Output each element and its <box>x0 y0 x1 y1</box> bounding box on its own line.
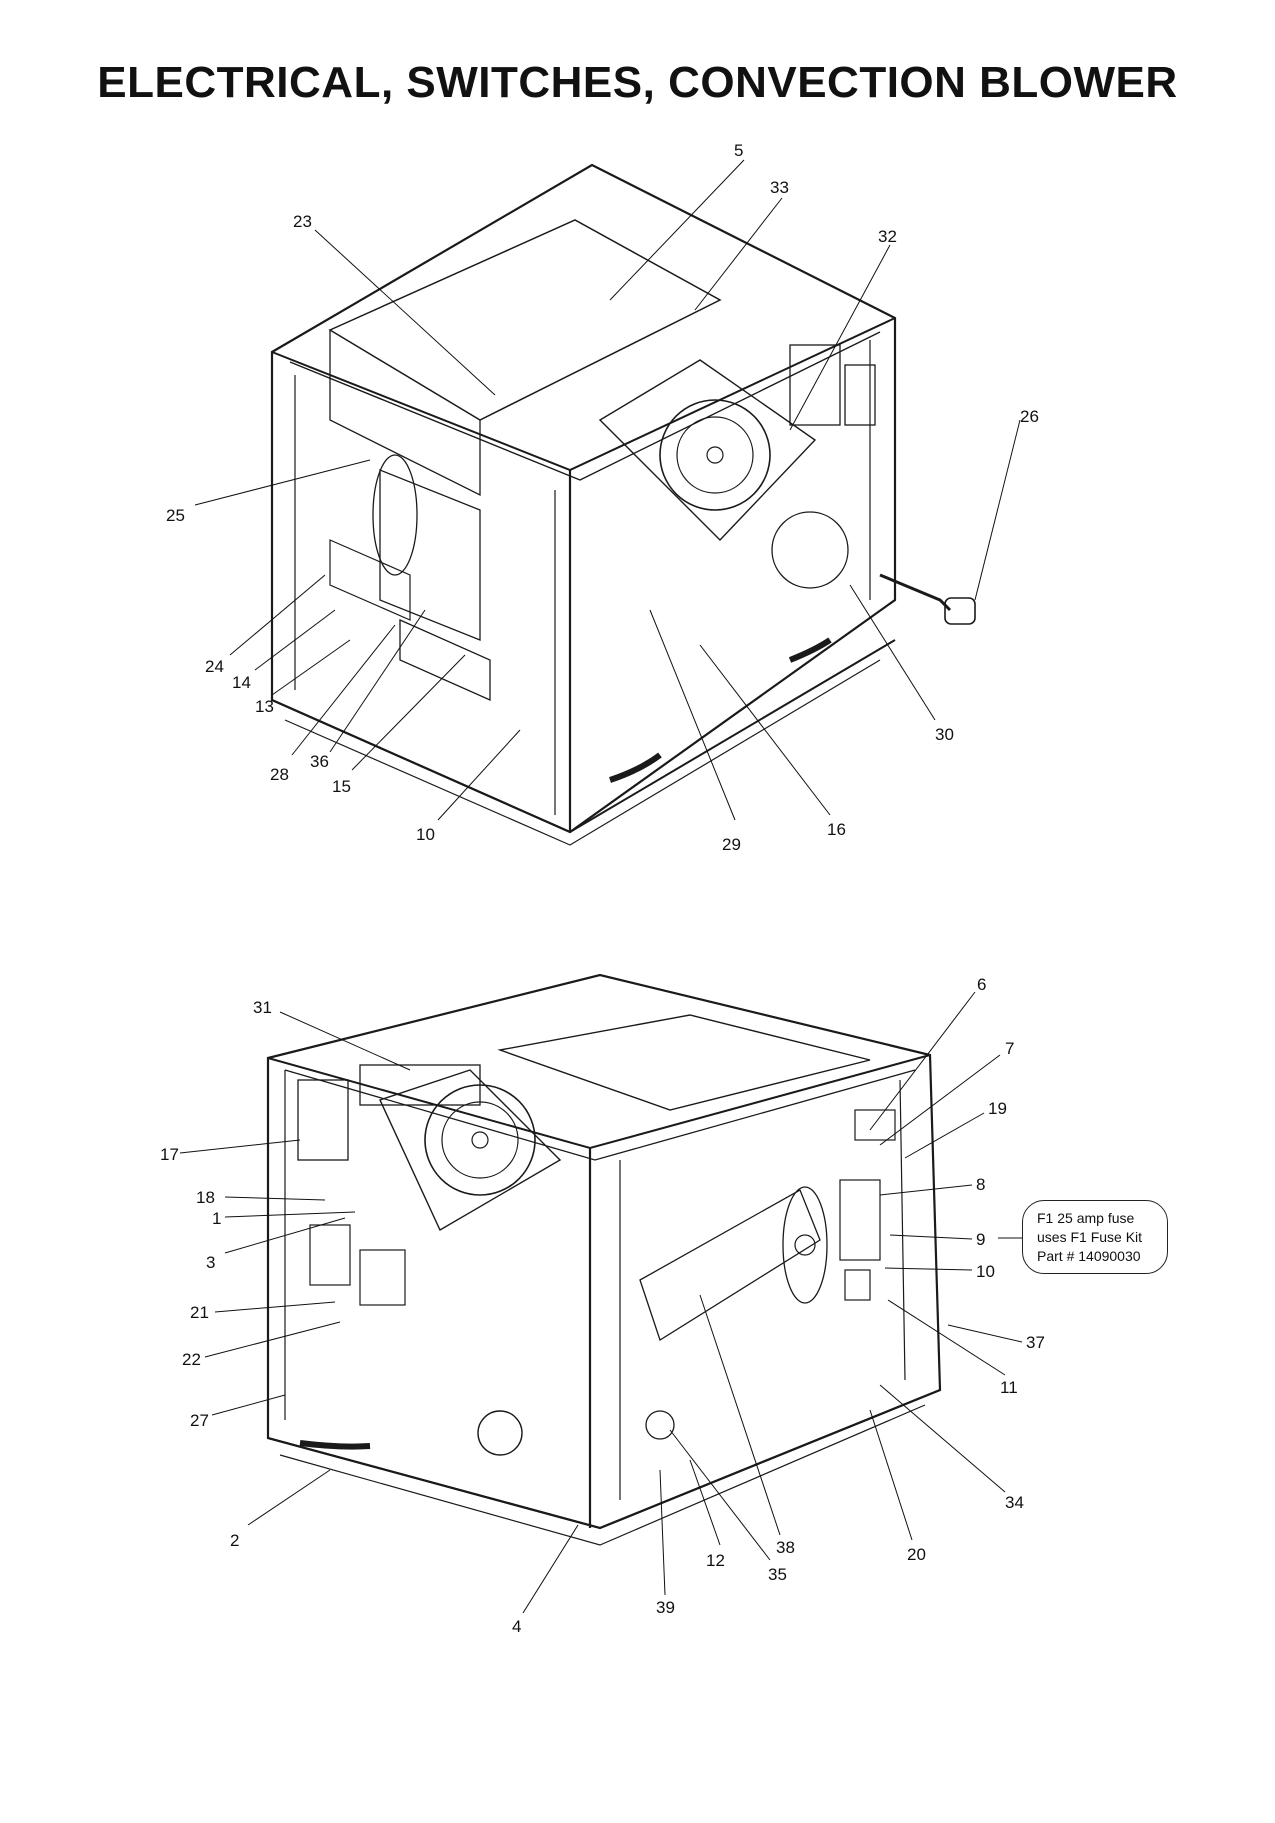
bottom-callout: 17 <box>160 1145 179 1164</box>
top-callout: 24 <box>205 657 224 676</box>
bottom-callout: 37 <box>1026 1333 1045 1352</box>
bottom-callout: 10 <box>976 1262 995 1281</box>
top-callout: 32 <box>878 227 897 246</box>
top-callout: 36 <box>310 752 329 771</box>
bottom-callout: 8 <box>976 1175 985 1194</box>
bottom-callout: 34 <box>1005 1493 1024 1512</box>
bottom-callout: 6 <box>977 975 986 994</box>
bottom-oven-illustration <box>266 973 942 1546</box>
bottom-callout: 4 <box>512 1617 521 1636</box>
bottom-callout: 35 <box>768 1565 787 1584</box>
top-callout: 15 <box>332 777 351 796</box>
bottom-callout: 18 <box>196 1188 215 1207</box>
bottom-leader-lines <box>179 991 1023 1614</box>
fuse-note-line: F1 25 amp fuse <box>1037 1210 1135 1226</box>
top-callout: 33 <box>770 178 789 197</box>
bottom-callout: 9 <box>976 1230 985 1249</box>
top-callout: 23 <box>293 212 312 231</box>
bottom-callout: 3 <box>206 1253 215 1272</box>
fuse-note-line: Part # 14090030 <box>1037 1248 1141 1264</box>
top-callout: 10 <box>416 825 435 844</box>
top-leader-lines <box>194 159 1021 821</box>
bottom-callout: 11 <box>1000 1378 1018 1397</box>
top-callout: 16 <box>827 820 846 839</box>
top-callout: 29 <box>722 835 741 854</box>
bottom-callout: 38 <box>776 1538 795 1557</box>
top-callout: 28 <box>270 765 289 784</box>
fuse-note-line: uses F1 Fuse Kit <box>1037 1229 1143 1245</box>
bottom-callout: 21 <box>190 1303 209 1322</box>
top-callouts: 5 33 32 23 26 25 24 14 13 28 36 15 10 29… <box>166 141 1039 854</box>
top-oven-illustration <box>270 163 976 846</box>
page-title: ELECTRICAL, SWITCHES, CONVECTION BLOWER <box>97 58 1178 107</box>
bottom-callout: 19 <box>988 1099 1007 1118</box>
bottom-callouts: 31 6 7 19 17 18 1 8 9 10 3 21 22 37 11 2… <box>160 975 1045 1636</box>
bottom-callout: 12 <box>706 1551 725 1570</box>
bottom-callout: 39 <box>656 1598 675 1617</box>
bottom-callout: 7 <box>1005 1039 1014 1058</box>
top-callout: 30 <box>935 725 954 744</box>
top-callout: 14 <box>232 673 251 692</box>
top-callout: 26 <box>1020 407 1039 426</box>
bottom-callout: 22 <box>182 1350 201 1369</box>
bottom-callout: 20 <box>907 1545 926 1564</box>
bottom-callout: 31 <box>253 998 272 1017</box>
bottom-callout: 1 <box>212 1209 221 1228</box>
bottom-callout: 27 <box>190 1411 209 1430</box>
top-callout: 13 <box>255 697 274 716</box>
top-callout: 25 <box>166 506 185 525</box>
bottom-callout: 2 <box>230 1531 239 1550</box>
fuse-note: F1 25 amp fuse uses F1 Fuse Kit Part # 1… <box>1022 1200 1168 1274</box>
top-callout: 5 <box>734 141 743 160</box>
